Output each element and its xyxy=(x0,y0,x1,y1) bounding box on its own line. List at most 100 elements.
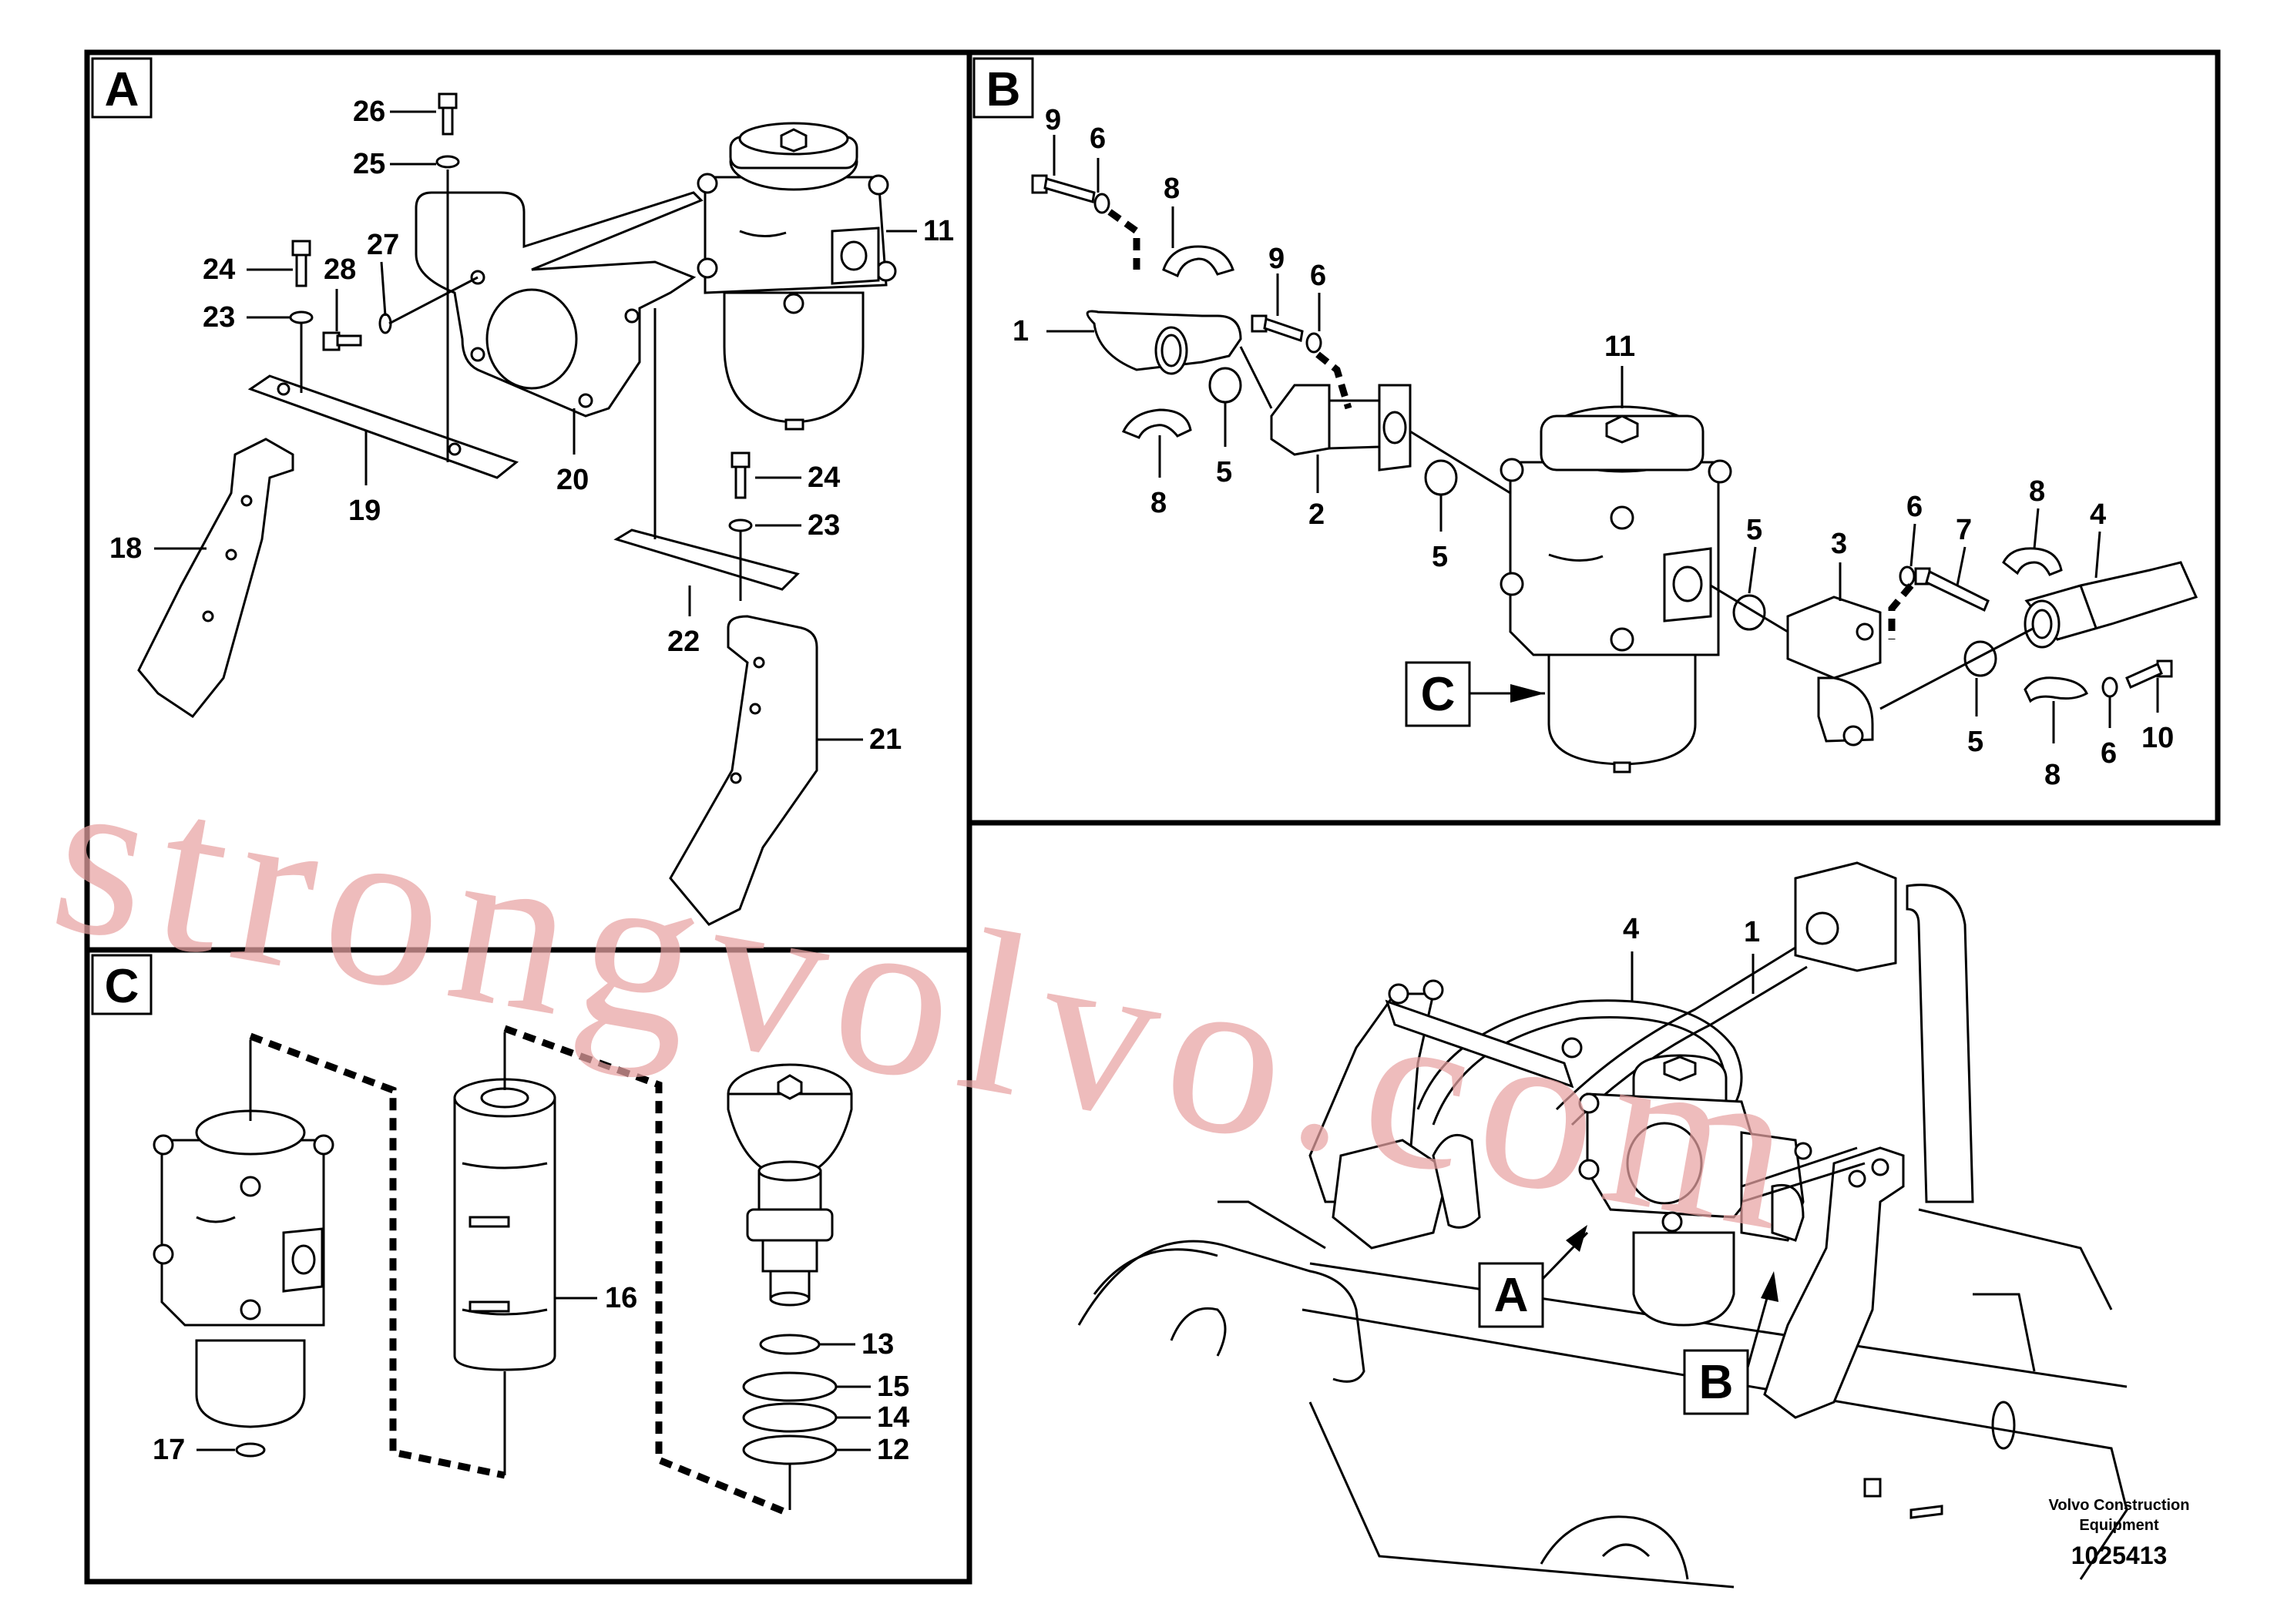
callout-c-13: 13 xyxy=(862,1328,894,1361)
callout-a-24-top: 24 xyxy=(203,253,235,286)
machine-overview xyxy=(1077,861,2128,1589)
filter-head-b xyxy=(1500,405,1732,773)
o-ring-17 xyxy=(235,1442,266,1458)
bolt-26 xyxy=(438,92,458,136)
hose-4 xyxy=(2024,561,2198,649)
hose-fitting-1 xyxy=(1086,310,1242,375)
filter-head-a xyxy=(697,122,897,431)
callout-b-8-right-bottom: 8 xyxy=(2044,759,2061,791)
valve-cartridge xyxy=(727,1063,853,1307)
callout-a-23-lower: 23 xyxy=(808,509,840,542)
callout-overview-1: 1 xyxy=(1744,916,1760,948)
callout-c-17: 17 xyxy=(153,1434,185,1466)
o-ring-5-left xyxy=(1208,367,1242,404)
panel-a-callouts: 26 25 11 24 28 27 23 19 20 18 24 23 22 2… xyxy=(109,96,954,756)
washer-27 xyxy=(378,313,392,334)
footer: Volvo Construction Equipment 1025413 xyxy=(2049,1497,2190,1569)
svg-text:A: A xyxy=(105,63,139,116)
callout-a-24-lower: 24 xyxy=(808,461,840,494)
callout-overview-4: 4 xyxy=(1623,913,1639,945)
bolt-9-top xyxy=(1031,174,1096,203)
callout-b-7: 7 xyxy=(1956,514,1972,546)
filter-housing-17 xyxy=(153,1109,334,1428)
callout-b-11: 11 xyxy=(1604,331,1635,363)
callout-c-15: 15 xyxy=(877,1371,909,1403)
callout-b-2: 2 xyxy=(1308,498,1325,531)
callout-b-5-right-b: 5 xyxy=(1967,726,1983,758)
callout-a-27: 27 xyxy=(367,229,399,261)
svg-text:C: C xyxy=(105,960,139,1013)
o-ring-12 xyxy=(742,1434,838,1465)
callout-c-16: 16 xyxy=(605,1282,637,1314)
filter-element-16 xyxy=(453,1078,556,1371)
callout-a-11: 11 xyxy=(923,215,954,247)
callout-b-4: 4 xyxy=(2090,498,2106,531)
panel-b-callouts: 9 6 8 9 6 1 11 5 8 2 5 5 3 6 7 8 4 5 8 xyxy=(1013,104,2174,791)
bolt-7 xyxy=(1914,567,1990,612)
svg-text:B: B xyxy=(1699,1356,1734,1409)
callout-b-6-top: 6 xyxy=(1090,122,1106,155)
callout-b-6-right: 6 xyxy=(1906,491,1923,523)
callout-a-22: 22 xyxy=(667,626,700,658)
svg-text:A: A xyxy=(1494,1269,1529,1322)
callout-b-3: 3 xyxy=(1831,528,1847,560)
callout-a-28: 28 xyxy=(324,253,356,286)
callout-a-23-top: 23 xyxy=(203,301,235,334)
callout-a-25: 25 xyxy=(353,148,385,180)
clamp-8-bottom xyxy=(1121,408,1192,439)
callout-a-21: 21 xyxy=(869,723,902,756)
svg-text:B: B xyxy=(986,63,1021,116)
callout-a-18: 18 xyxy=(109,532,142,565)
panel-b-drawing xyxy=(1031,174,2198,773)
callout-b-5-left: 5 xyxy=(1216,456,1232,488)
callout-b-9-mid: 9 xyxy=(1268,243,1285,275)
footer-brand-line2: Equipment xyxy=(2079,1517,2159,1534)
washer-25 xyxy=(435,155,460,169)
callout-b-5-mid: 5 xyxy=(1432,541,1448,573)
panel-b-frame xyxy=(966,49,2221,826)
overview-ref-b: B xyxy=(1683,1271,1778,1415)
washer-6-top xyxy=(1093,193,1110,214)
panel-c-drawing xyxy=(153,1025,853,1518)
o-ring-5-right-a xyxy=(1732,594,1766,631)
bracket-21 xyxy=(669,615,818,926)
washer-23-top xyxy=(289,310,314,324)
bolt-9-mid xyxy=(1251,314,1304,342)
callout-b-9-top: 9 xyxy=(1045,104,1061,136)
overview-ref-a: A xyxy=(1478,1225,1589,1328)
footer-ref-number: 1025413 xyxy=(2071,1542,2168,1569)
footer-brand-line1: Volvo Construction xyxy=(2049,1497,2190,1514)
callout-c-14: 14 xyxy=(877,1401,909,1434)
plate-22 xyxy=(613,528,800,591)
bolt-10 xyxy=(2125,659,2173,690)
callout-b-1: 1 xyxy=(1013,315,1029,347)
callout-b-10: 10 xyxy=(2141,722,2174,754)
washer-6-mid xyxy=(1305,332,1322,354)
callout-c-12: 12 xyxy=(877,1434,909,1466)
bolt-28 xyxy=(322,331,362,351)
callout-a-26: 26 xyxy=(353,96,385,128)
o-ring-14 xyxy=(742,1402,838,1433)
clamp-8-right-top xyxy=(2002,547,2063,576)
callout-b-5-right-a: 5 xyxy=(1746,514,1762,546)
panel-b-tag: B xyxy=(972,57,1034,119)
callout-b-8-top: 8 xyxy=(1164,173,1180,205)
o-ring-5-right-b xyxy=(1963,640,1997,677)
callout-b-6-bottom: 6 xyxy=(2101,737,2117,770)
callout-b-8-right-top: 8 xyxy=(2029,475,2045,508)
panel-a-drawing xyxy=(137,92,897,926)
panel-c-callouts: 16 13 15 14 12 17 xyxy=(153,1282,909,1466)
bolt-24-top xyxy=(291,240,311,287)
o-ring-15 xyxy=(742,1371,838,1402)
washer-6-bottom xyxy=(2101,676,2118,698)
panel-a-tag: A xyxy=(91,57,153,119)
callout-b-8-bottom: 8 xyxy=(1150,487,1167,519)
elbow-3 xyxy=(1786,596,1882,747)
panel-c-frame xyxy=(84,947,972,1585)
clamp-8-right-bottom xyxy=(2024,676,2088,703)
svg-text:C: C xyxy=(1421,668,1456,721)
flange-2 xyxy=(1270,384,1412,471)
callout-b-6-mid: 6 xyxy=(1310,260,1326,292)
washer-6-right xyxy=(1899,565,1916,587)
